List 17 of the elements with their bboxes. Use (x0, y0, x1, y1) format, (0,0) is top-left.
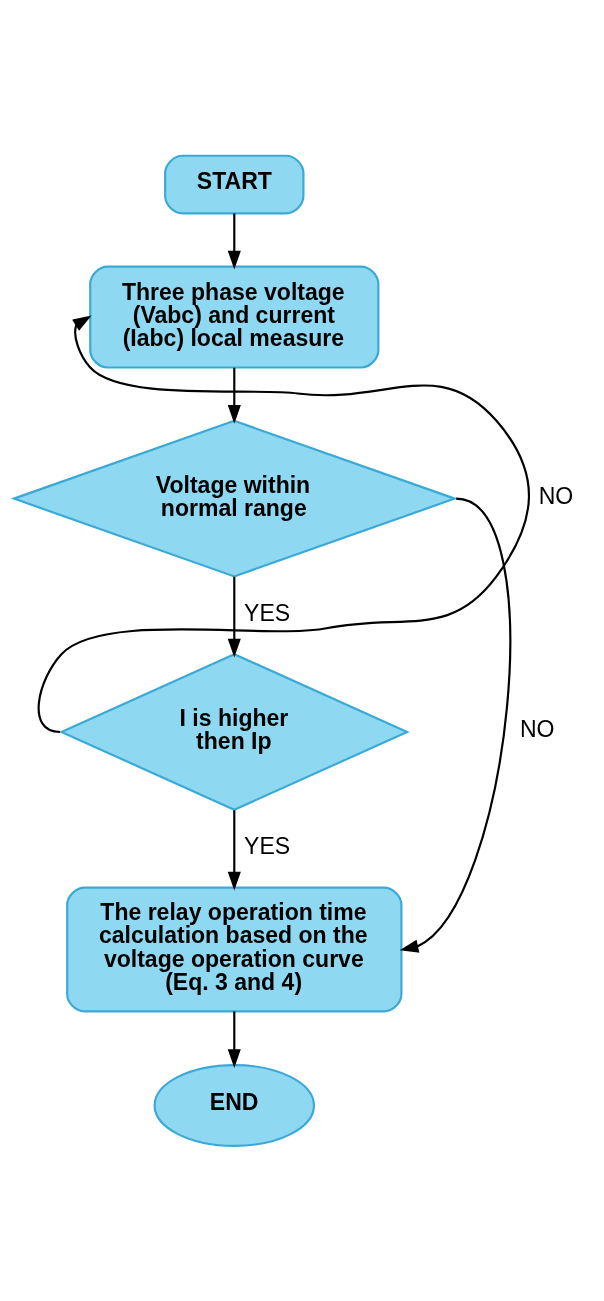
node-box: START (164, 154, 305, 214)
node-diamond: Voltage within normal range (10, 419, 458, 578)
node-ellipse: END (153, 1063, 316, 1147)
arrow (399, 497, 512, 953)
edge-label: NO (519, 715, 555, 742)
node-box: The relay operation time calculation based on the voltage operation curve (Eq. 3 and 4) (66, 885, 403, 1013)
arrow (227, 1010, 241, 1068)
edge-label: YES (244, 599, 291, 626)
edge-label: YES (244, 832, 291, 859)
arrow (227, 809, 241, 890)
arrow (227, 213, 241, 269)
arrow (227, 576, 241, 657)
arrow (37, 314, 530, 733)
edge-label: NO (538, 482, 574, 509)
arrow (227, 367, 241, 424)
node-box: Three phase voltage (Vabc) and current (Iabc) local measure (89, 265, 380, 369)
node-diamond: I is higher then Ip (58, 652, 410, 811)
